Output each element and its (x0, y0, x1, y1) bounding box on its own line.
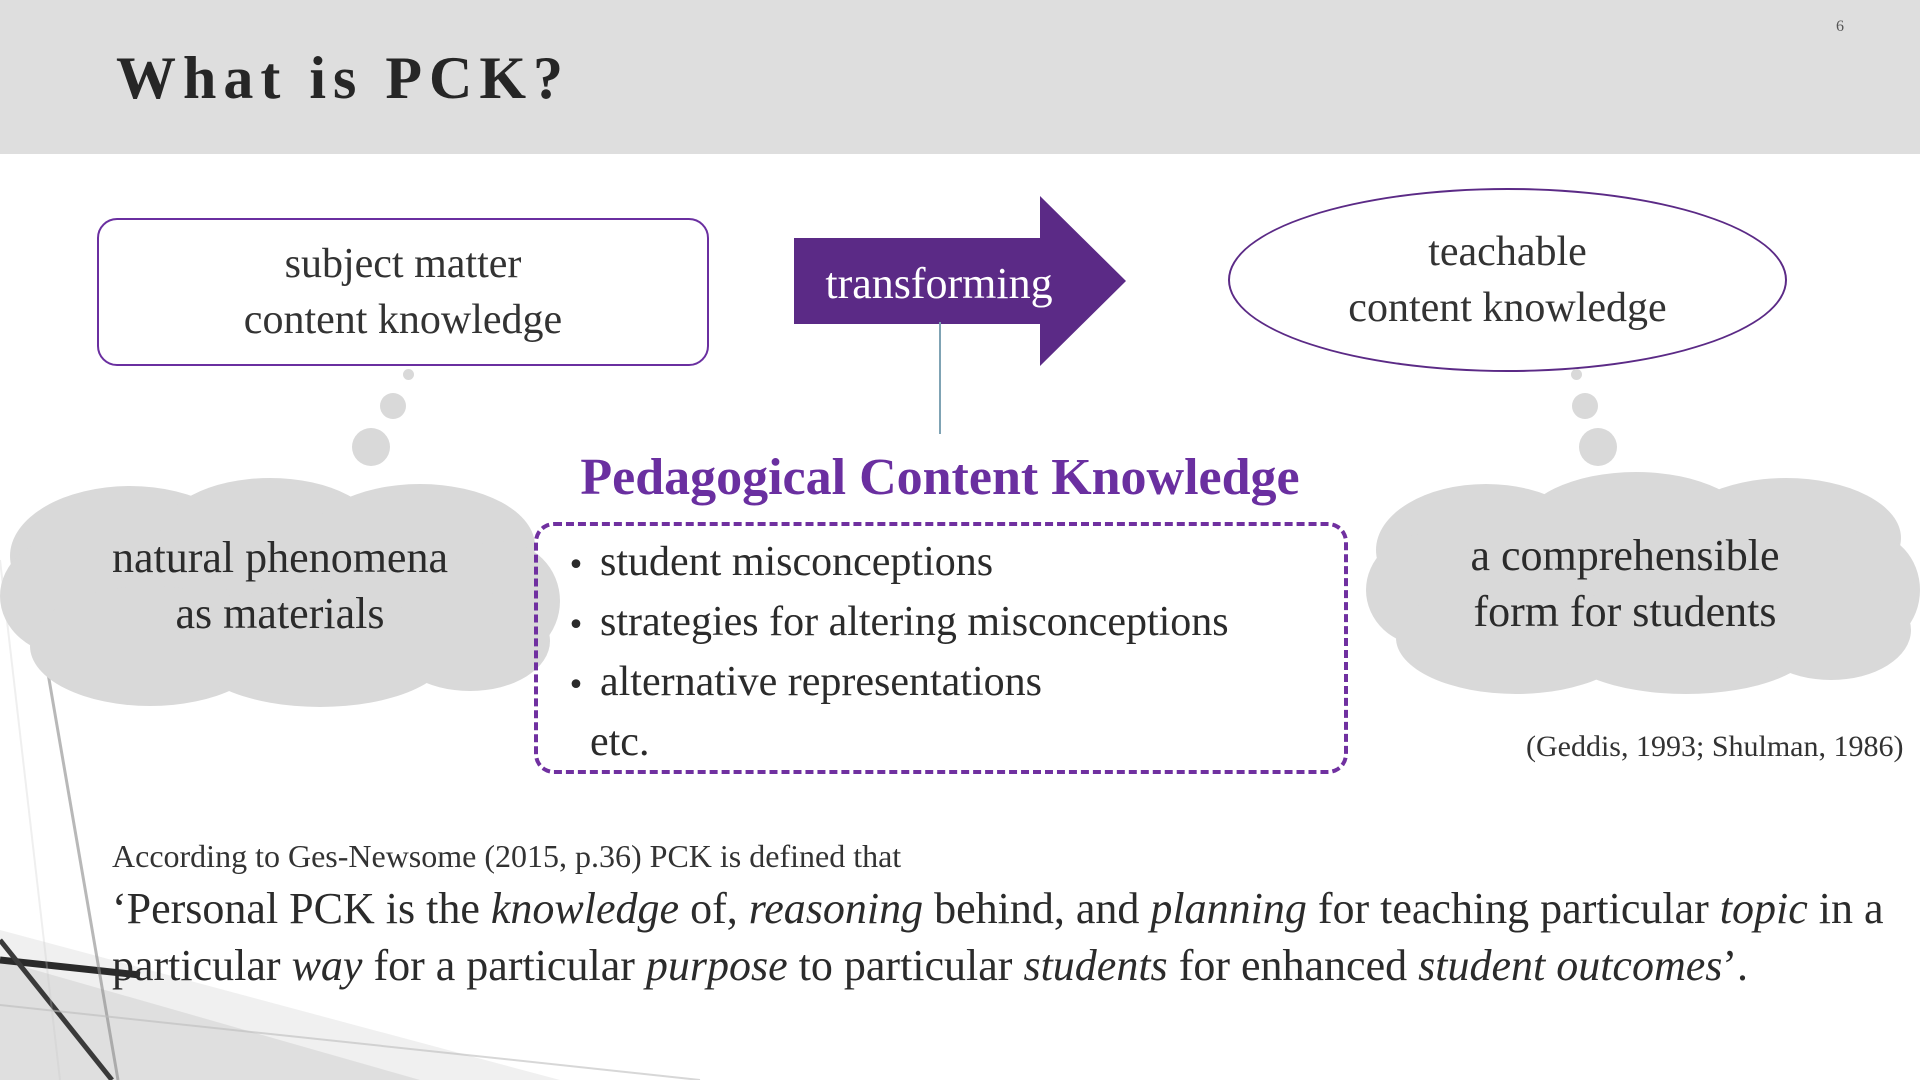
teachable-knowledge-text: teachable content knowledge (1348, 229, 1667, 331)
right-cloud-text: a comprehensible form for students (1470, 531, 1780, 636)
thought-dot-large (352, 428, 390, 466)
pck-etc: etc. (590, 718, 650, 765)
list-item: • student misconceptions (552, 534, 1229, 594)
quote-emphasis: topic (1719, 884, 1808, 933)
quote-segment: behind, and (923, 884, 1151, 933)
definition-intro: According to Ges-Newsome (2015, p.36) PC… (112, 838, 902, 874)
definition-quote: ‘Personal PCK is the knowledge of, reaso… (112, 880, 1902, 994)
thought-dot-small (1571, 369, 1582, 380)
thought-dot-medium (1572, 393, 1598, 419)
transforming-arrow (794, 196, 1126, 366)
quote-segment: of, (679, 884, 749, 933)
quote-segment: in a particular (112, 884, 1884, 990)
slide-header: What is PCK? 6 (0, 0, 1920, 154)
pck-heading: Pedagogical Content Knowledge (580, 449, 1300, 506)
right-cloud (1366, 472, 1920, 694)
arrow-label: transforming (825, 259, 1053, 308)
slide-title: What is PCK? (116, 45, 571, 111)
arrow-shape (794, 196, 1126, 366)
thought-dot-small (403, 369, 414, 380)
connector-line (939, 322, 941, 434)
quote-emphasis: students (1023, 941, 1168, 990)
thought-dot-large (1579, 428, 1617, 466)
pck-item-text: alternative representations (600, 658, 1042, 705)
bullet: • (567, 607, 585, 643)
teachable-knowledge-ellipse: teachable content knowledge (1228, 188, 1787, 372)
subject-matter-box: subject matter content knowledge (97, 218, 709, 366)
quote-segment: for a particular (362, 941, 646, 990)
subject-matter-text: subject matter content knowledge (243, 241, 563, 343)
list-item: • alternative representations (552, 654, 1229, 714)
quote-emphasis: purpose (645, 941, 788, 990)
left-cloud-text: natural phenomena as materials (112, 533, 448, 638)
pck-item-text: student misconceptions (600, 539, 994, 585)
thought-dot-medium (380, 393, 406, 419)
quote-segment: to particular (787, 941, 1024, 990)
list-item: • strategies for altering misconceptions (552, 594, 1229, 654)
pck-item-text: strategies for altering misconceptions (600, 598, 1229, 645)
pck-box (534, 522, 1348, 774)
bullet: • (567, 547, 585, 583)
quote-emphasis: knowledge (490, 884, 680, 933)
left-cloud (0, 478, 560, 707)
quote-segment: ’. (1722, 941, 1749, 990)
quote-emphasis: student outcomes (1418, 941, 1723, 990)
quote-segment: for enhanced (1167, 941, 1419, 990)
citation: (Geddis, 1993; Shulman, 1986) (1526, 730, 1904, 763)
quote-emphasis: way (291, 941, 363, 990)
pck-list: • student misconceptions • strategies for … (552, 534, 1229, 771)
quote-segment: ‘Personal PCK is the (112, 884, 491, 933)
quote-segment: for teaching particular (1306, 884, 1720, 933)
quote-emphasis: reasoning (748, 884, 924, 933)
bullet: • (567, 667, 585, 703)
slide-number: 6 (1836, 18, 1844, 35)
quote-emphasis: planning (1150, 884, 1307, 933)
